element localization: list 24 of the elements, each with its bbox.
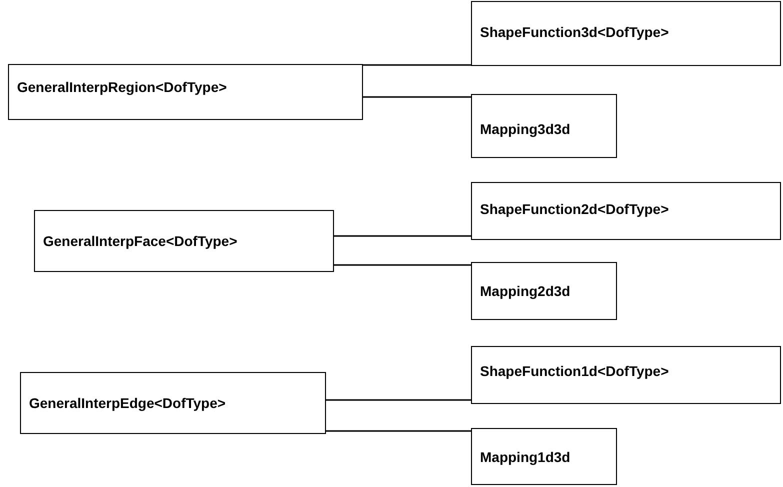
class-name: ShapeFunction3d<DofType> bbox=[480, 23, 669, 42]
class-name: Mapping2d3d bbox=[480, 282, 570, 301]
connector-line bbox=[363, 96, 471, 98]
class-box bbox=[471, 262, 617, 320]
class-name: Mapping1d3d bbox=[480, 448, 570, 467]
connector-line bbox=[326, 430, 471, 432]
class-box bbox=[471, 1, 781, 66]
class-name: GeneralInterpRegion<DofType> bbox=[17, 78, 227, 97]
connector-line bbox=[326, 399, 471, 401]
class-box bbox=[471, 346, 781, 404]
connector-line bbox=[334, 264, 471, 266]
class-name: ShapeFunction1d<DofType> bbox=[480, 362, 669, 381]
class-name: GeneralInterpEdge<DofType> bbox=[29, 394, 226, 413]
class-box bbox=[20, 372, 326, 434]
class-name: ShapeFunction2d<DofType> bbox=[480, 200, 669, 219]
class-box bbox=[34, 210, 334, 272]
class-box bbox=[471, 428, 617, 485]
class-box bbox=[471, 182, 781, 240]
class-box bbox=[471, 94, 617, 158]
class-box bbox=[8, 64, 363, 120]
connector-line bbox=[363, 64, 471, 66]
class-name: Mapping3d3d bbox=[480, 120, 570, 139]
class-name: GeneralInterpFace<DofType> bbox=[43, 232, 238, 251]
connector-line bbox=[334, 235, 471, 237]
